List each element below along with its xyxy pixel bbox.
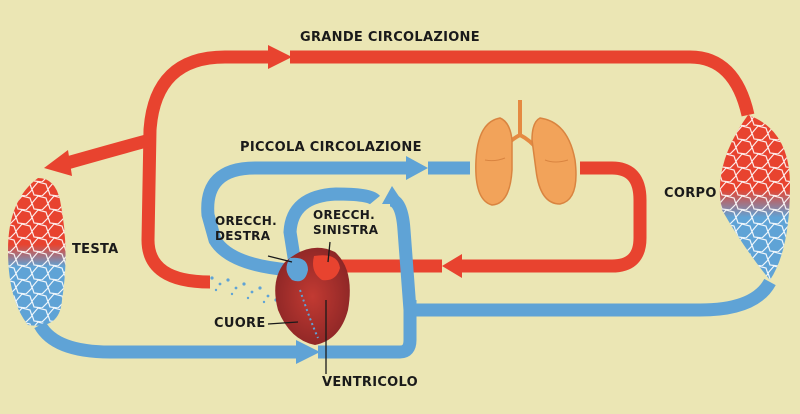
inner-blue-loop — [283, 187, 380, 272]
label-orecch-destra: ORECCH. DESTRA — [215, 214, 277, 244]
lungs-icon — [475, 100, 577, 206]
label-corpo: CORPO — [664, 186, 717, 201]
arrow-pulmonary-vein — [442, 254, 462, 278]
label-orecch-sinistra-line1: ORECCH. — [313, 208, 375, 222]
label-orecch-sinistra-line2: SINISTRA — [313, 223, 379, 237]
pulmonary-vein — [460, 161, 647, 273]
head-vein-return — [34, 321, 300, 359]
label-testa: TESTA — [72, 242, 119, 257]
label-cuore: CUORE — [214, 316, 266, 331]
pointer-cuore — [267, 321, 299, 325]
pulmonary-artery — [201, 161, 410, 277]
body-vein-return — [410, 278, 776, 317]
arrow-piccola-head — [406, 156, 428, 180]
arrow-grande-head — [268, 45, 292, 69]
vena-cava-up — [388, 193, 417, 311]
head-artery — [58, 133, 152, 172]
pointer-orecch-destra — [267, 255, 293, 263]
arrow-head-artery — [44, 150, 72, 176]
arrow-head-vein — [296, 340, 320, 364]
label-orecch-sinistra: ORECCH. SINISTRA — [313, 208, 378, 238]
label-ventricolo: VENTRICOLO — [322, 375, 418, 390]
label-piccola-circolazione: PICCOLA CIRCOLAZIONE — [240, 140, 422, 155]
pointer-orecch-sinistra — [327, 241, 331, 263]
label-grande-circolazione: GRANDE CIRCOLAZIONE — [300, 30, 480, 45]
systemic-artery-top — [290, 50, 755, 117]
arrow-vena-cava — [382, 186, 404, 204]
label-orecch-destra-line1: ORECCH. — [215, 214, 277, 228]
heart-icon — [275, 247, 350, 345]
label-orecch-destra-line2: DESTRA — [215, 229, 271, 243]
systemic-artery-arc — [141, 50, 270, 289]
